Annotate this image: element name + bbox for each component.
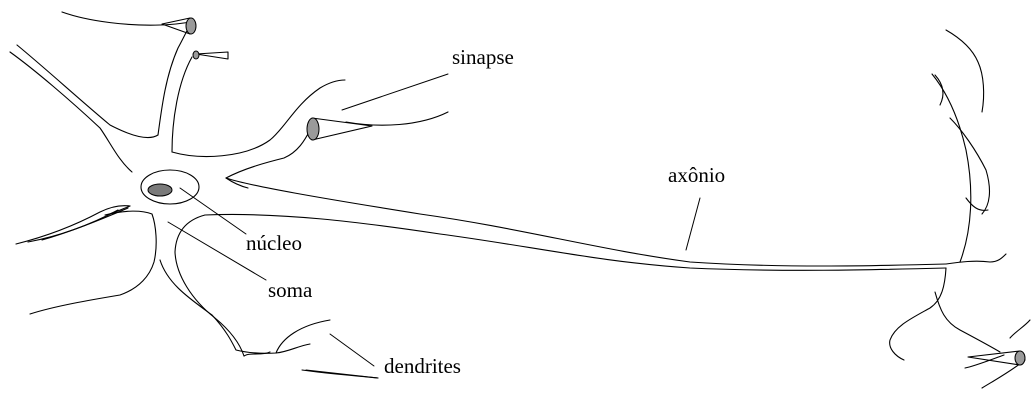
synapse-terminals bbox=[161, 17, 1026, 366]
label-nucleo: núcleo bbox=[246, 231, 302, 255]
leader-axonio bbox=[685, 197, 701, 251]
soma-outline bbox=[9, 21, 947, 357]
leader-sinapse bbox=[341, 73, 449, 111]
leader-soma bbox=[167, 221, 267, 281]
synapse-terminal-right bbox=[967, 350, 1026, 366]
leader-dendrites-lower bbox=[305, 369, 379, 379]
synapse-terminal-mid bbox=[306, 117, 373, 141]
label-sinapse: sinapse bbox=[452, 45, 514, 69]
synapse-terminal-small bbox=[192, 50, 229, 60]
nucleus bbox=[140, 169, 200, 205]
dendrite-branches bbox=[27, 11, 1031, 389]
label-leaders bbox=[167, 73, 701, 379]
label-dendrites: dendrites bbox=[384, 354, 461, 378]
leader-dendrites-upper bbox=[329, 333, 375, 367]
label-axonio: axônio bbox=[668, 163, 725, 187]
labels: sinapse axônio núcleo soma dendrites bbox=[246, 45, 725, 378]
leader-nucleo bbox=[179, 187, 247, 235]
synapse-terminal-top bbox=[161, 17, 197, 35]
label-soma: soma bbox=[268, 278, 313, 302]
